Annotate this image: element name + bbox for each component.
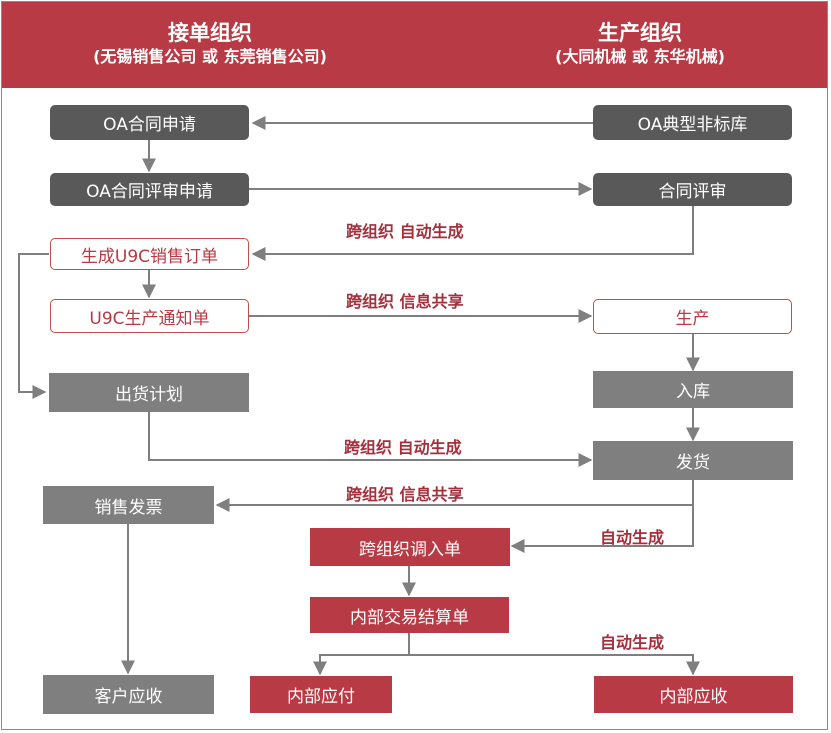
node-warehousing: 入库 xyxy=(593,371,793,408)
node-customer-receivable: 客户应收 xyxy=(43,675,214,714)
node-delivery: 发货 xyxy=(593,441,793,480)
node-sales-invoice: 销售发票 xyxy=(43,486,214,524)
label-info-share-2: 跨组织 信息共享 xyxy=(346,485,464,504)
arrow-settlement-to-internal-receivable xyxy=(409,654,700,676)
node-internal-receivable: 内部应收 xyxy=(594,676,793,713)
node-cross-org-transfer: 跨组织调入单 xyxy=(310,528,510,566)
node-shipping-plan: 出货计划 xyxy=(49,373,249,412)
label-auto-gen-4: 自动生成 xyxy=(600,633,665,652)
right-header-title: 生产组织 xyxy=(598,21,682,45)
left-header-title: 接单组织 xyxy=(168,21,252,45)
node-internal-payable: 内部应付 xyxy=(250,676,392,713)
left-header: 接单组织 (无锡销售公司 或 东莞销售公司) xyxy=(40,20,380,68)
node-u9c-production-notice: U9C生产通知单 xyxy=(50,299,249,333)
arrow-settlement-split xyxy=(313,633,410,676)
header-bar xyxy=(2,2,827,88)
label-auto-gen-3: 自动生成 xyxy=(600,528,665,547)
arrow-review-to-sales-order xyxy=(251,206,694,261)
label-auto-gen-2: 跨组织 自动生成 xyxy=(344,438,462,457)
node-oa-contract-apply: OA合同申请 xyxy=(50,105,249,140)
right-header: 生产组织 (大同机械 或 东华机械) xyxy=(470,20,810,68)
node-oa-review-apply: OA合同评审申请 xyxy=(50,173,249,206)
arrow-shipping-plan-to-delivery xyxy=(148,412,593,467)
node-u9c-sales-order: 生成U9C销售订单 xyxy=(50,238,249,270)
label-info-share-1: 跨组织 信息共享 xyxy=(346,292,464,311)
label-auto-gen-1: 跨组织 自动生成 xyxy=(346,222,464,241)
left-header-subtitle: (无锡销售公司 或 东莞销售公司) xyxy=(93,47,327,66)
node-internal-settlement: 内部交易结算单 xyxy=(310,597,509,633)
arrow-sales-order-to-shipping-plan xyxy=(18,253,49,399)
arrow-delivery-to-transfer xyxy=(510,505,694,553)
node-contract-review: 合同评审 xyxy=(593,173,792,206)
node-production: 生产 xyxy=(593,299,792,334)
node-oa-typical-library: OA典型非标库 xyxy=(593,105,792,140)
right-header-subtitle: (大同机械 或 东华机械) xyxy=(555,47,725,66)
